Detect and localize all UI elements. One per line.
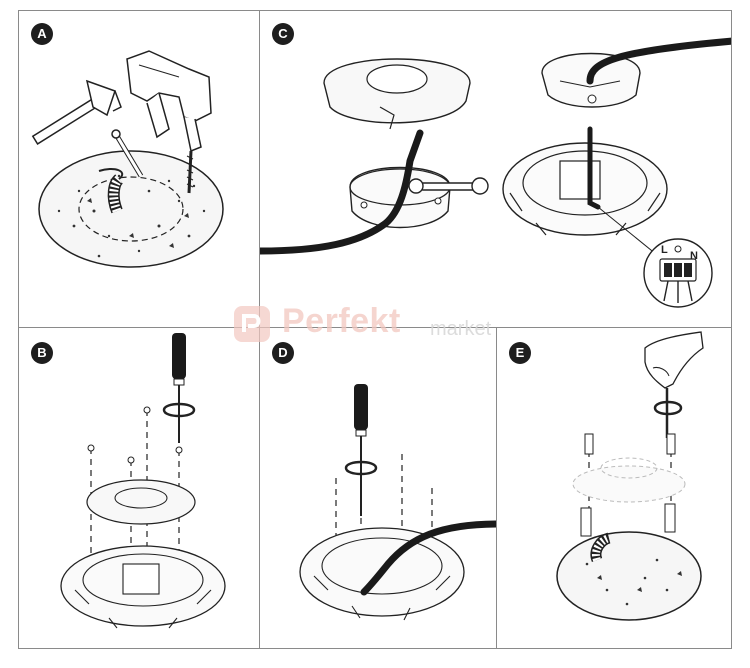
panel-d: D [259,327,497,649]
step-badge-e: E [509,342,531,364]
screws [87,406,183,464]
drill-icon [126,50,212,194]
step-c-illustration: L N [260,37,731,308]
panel-c: C [259,10,732,328]
conduit [98,168,124,214]
step-badge-a: A [31,23,53,45]
step-badge-c: C [272,23,294,45]
supply-cable [586,37,731,85]
wrench-icon [408,177,489,195]
base-with-terminal [502,142,668,236]
ceiling-disk [38,150,224,268]
hammer-icon [31,79,122,145]
terminal-block [643,238,713,308]
step-e-illustration [556,331,704,621]
ghost-lamp [572,457,686,503]
label-neutral: N [690,250,698,262]
drop-wire [587,126,601,210]
panel-a: A [18,10,260,328]
step-badge-b: B [31,342,53,364]
step-d-illustration [299,384,496,621]
guide-lines [90,410,180,588]
step-b-illustration [60,333,226,629]
power-cable [260,129,424,255]
hand-icon [644,331,704,389]
dome-cover [323,58,471,130]
power-cable [360,520,496,596]
step-a-illustration [31,50,224,268]
panel-b: B [18,327,260,649]
step-badge-d: D [272,342,294,364]
bolts [580,433,676,537]
screwdriver-icon [344,384,378,516]
top-plate [86,479,196,525]
anchor-plug [111,129,144,178]
label-live: L [661,244,668,256]
screwdriver-icon [162,333,196,443]
panel-e: E [496,327,732,649]
ceiling-disk [556,531,702,621]
lamp-base [60,545,226,629]
conduit [590,532,611,563]
screw-driver-motion [653,388,683,438]
